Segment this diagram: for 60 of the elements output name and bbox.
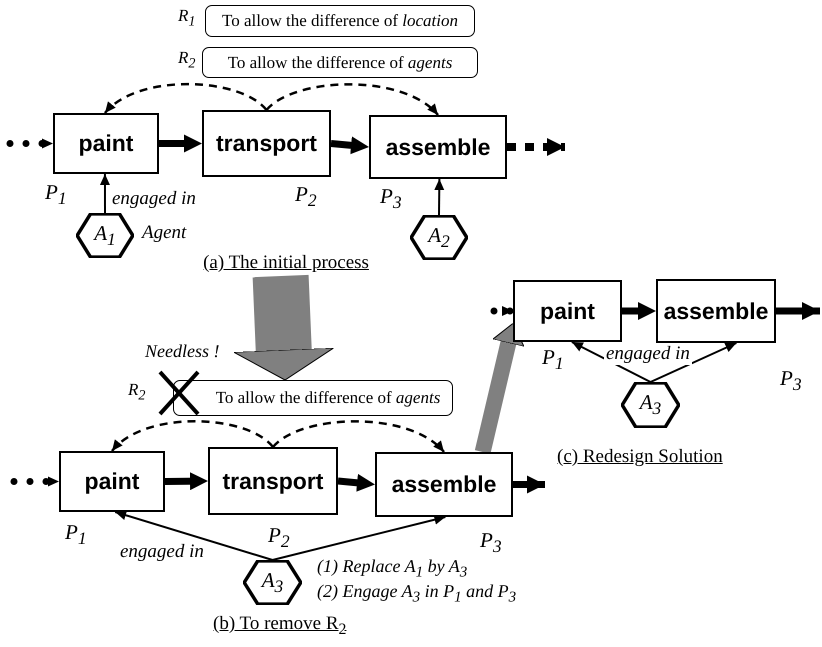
caption: (b) To remove R$_{2}$ <box>213 613 346 639</box>
process-box: assemble <box>656 279 776 343</box>
dashed-arrow <box>272 420 445 453</box>
dashed-arrow <box>104 82 268 114</box>
requirement-box: To allow the difference of agents <box>202 47 478 78</box>
node-label: P$_{3}$ <box>780 366 802 396</box>
arrow <box>100 174 110 213</box>
dashed-arrow <box>111 420 274 452</box>
arrow <box>513 476 545 494</box>
arrow <box>434 178 444 216</box>
block-arrow <box>474 322 524 454</box>
arrow <box>159 134 202 152</box>
process-box: paint <box>59 451 165 512</box>
block-arrow <box>233 274 334 380</box>
agent-label: A$_{3}$ <box>262 568 284 598</box>
note-text: (2) Engage A$_{3}$ in P$_{1}$ and P$_{3}$ <box>317 581 516 607</box>
arrow <box>650 342 737 383</box>
process-box: paint <box>53 113 159 174</box>
arrow <box>114 510 273 561</box>
caption: (a) The initial process <box>196 250 376 276</box>
process-box: transport <box>208 447 338 515</box>
arrow <box>571 341 651 383</box>
node-label: Agent <box>142 222 186 244</box>
node-label: P$_{3}$ <box>480 528 502 558</box>
node-label: R$_{2}$ <box>178 48 196 72</box>
agent-label: A$_{1}$ <box>94 220 116 250</box>
requirement-box: To allow the difference of agents <box>173 380 453 416</box>
edge-label: engaged in <box>604 343 692 365</box>
node-label: P$_{1}$ <box>45 180 67 210</box>
agent-hexagon <box>621 382 680 428</box>
edge-label: engaged in <box>110 188 198 210</box>
dashed-arrow <box>507 138 565 156</box>
agent-label: A$_{2}$ <box>428 222 450 252</box>
arrow <box>330 136 369 154</box>
node-label: R$_{1}$ <box>178 6 196 30</box>
process-box: assemble <box>369 115 507 179</box>
arrow <box>272 514 446 561</box>
agent-hexagon <box>76 213 134 258</box>
process-box: paint <box>513 280 622 342</box>
arrow <box>622 302 656 320</box>
edge-label: engaged in <box>118 541 206 563</box>
node-label: P$_{3}$ <box>380 184 402 214</box>
arrow <box>776 302 820 320</box>
node-label: P$_{1}$ <box>542 345 564 374</box>
node-label: R$_{2}$ <box>128 380 146 404</box>
requirement-box: To allow the difference of location <box>205 5 475 37</box>
arrow <box>338 474 375 492</box>
arrow <box>164 472 208 490</box>
dashed-arrow <box>266 83 439 116</box>
node-label: P$_{1}$ <box>65 520 87 550</box>
agent-hexagon <box>243 560 302 605</box>
agent-label: A$_{3}$ <box>640 390 662 420</box>
node-label: P$_{2}$ <box>295 182 317 212</box>
node-label: P$_{2}$ <box>268 523 290 552</box>
caption: (c) Redesign Solution <box>557 446 723 468</box>
agent-hexagon <box>410 215 468 260</box>
note-text: (1) Replace A$_{1}$ by A$_{3}$ <box>317 556 468 582</box>
process-box: assemble <box>375 452 513 517</box>
process-box: transport <box>202 110 331 177</box>
note-text: Needless ! <box>145 341 220 362</box>
